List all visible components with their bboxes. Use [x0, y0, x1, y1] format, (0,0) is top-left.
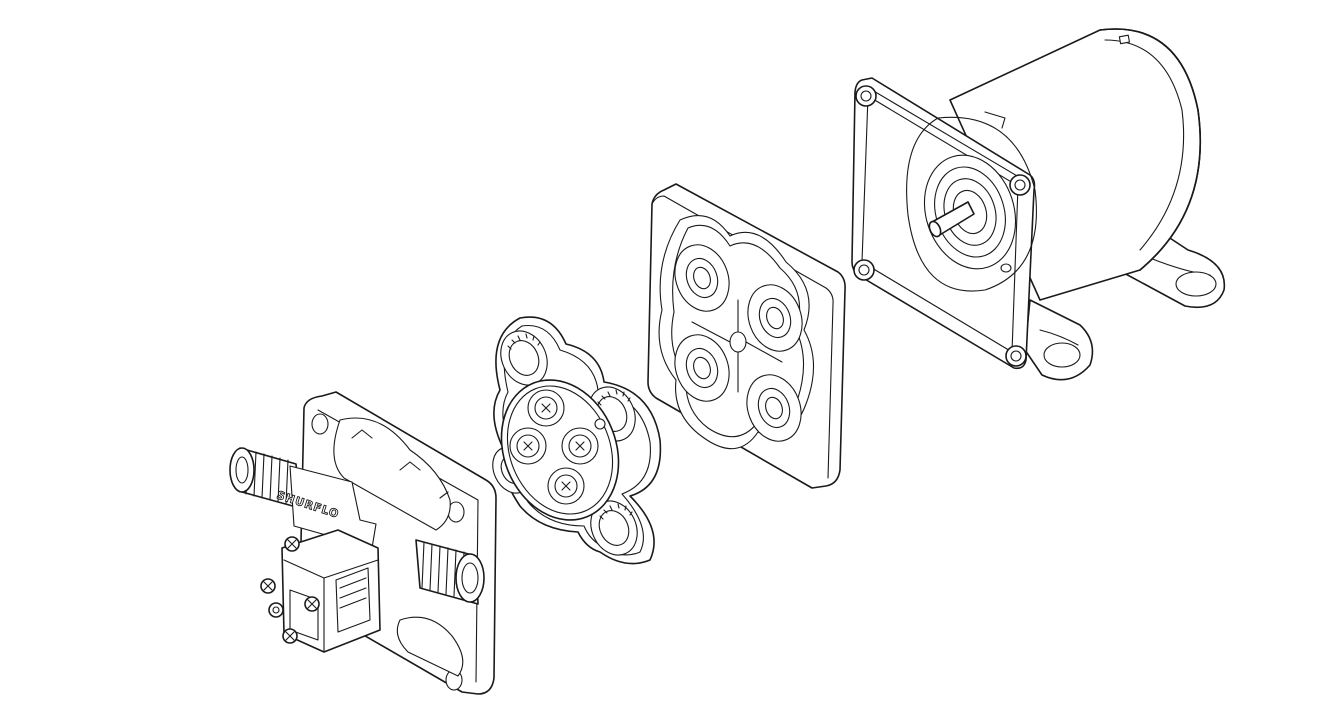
check-valve-bottom — [547, 467, 585, 505]
check-valve-left — [509, 427, 547, 465]
flange-screw-bottom-left-icon — [853, 259, 875, 281]
motor-shaft — [928, 201, 975, 238]
diaphragm-assembly — [647, 183, 846, 489]
pump-head-assembly: SHURFLO — [229, 391, 497, 695]
outlet-opening-icon — [455, 553, 485, 603]
inlet-port — [229, 447, 301, 509]
check-valve-top — [527, 389, 565, 427]
flange-screw-top-right-icon — [1009, 174, 1031, 196]
diaphragm-chamber-bottom-right — [746, 374, 802, 442]
diaphragm-chamber-bottom-left — [674, 334, 730, 402]
flange-screws — [853, 85, 1031, 367]
motor-assembly — [851, 28, 1226, 381]
valve-assembly — [492, 316, 662, 565]
pressure-switch — [260, 529, 381, 653]
motor-face — [906, 116, 1037, 292]
flange-screw-top-left-icon — [855, 85, 877, 107]
switch-port-icon — [268, 602, 284, 618]
diaphragm-chamber-top-left — [674, 244, 730, 312]
check-valve-right — [561, 427, 599, 465]
flange-screw-bottom-right-icon — [1005, 345, 1027, 367]
diaphragm-chamber-top-right — [747, 284, 803, 352]
diaphragm-center-boss — [729, 331, 747, 353]
valve-screw-icon — [594, 418, 606, 430]
outlet-port — [415, 539, 485, 605]
inlet-opening-icon — [229, 447, 255, 493]
